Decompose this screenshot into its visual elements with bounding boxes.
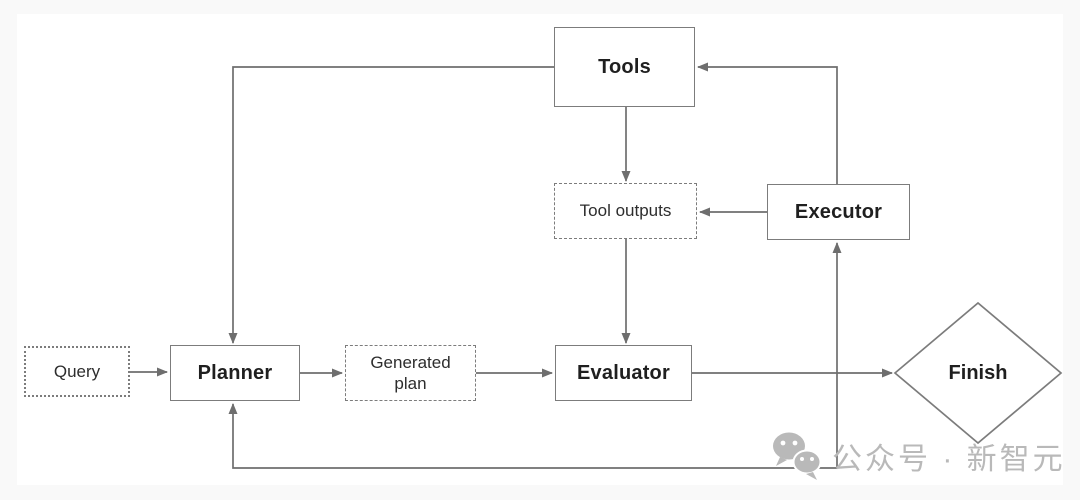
finish-diamond bbox=[893, 301, 1063, 445]
node-finish-label: Finish bbox=[948, 361, 1008, 384]
node-evaluator-label: Evaluator bbox=[577, 361, 670, 384]
node-generated-plan-label: Generated plan bbox=[370, 352, 451, 393]
arrow-evaluator-to-planner-loop bbox=[228, 373, 838, 469]
node-tool-outputs: Tool outputs bbox=[554, 183, 697, 239]
node-executor-label: Executor bbox=[794, 200, 883, 223]
wechat-icon bbox=[773, 432, 822, 480]
node-generated-plan: Generated plan bbox=[345, 345, 476, 401]
node-tools-label: Tools bbox=[598, 55, 651, 78]
node-evaluator: Evaluator bbox=[555, 345, 692, 401]
node-planner-label: Planner bbox=[197, 361, 273, 384]
arrow-executor-to-tools bbox=[697, 62, 838, 184]
node-tool-outputs-label: Tool outputs bbox=[579, 201, 672, 221]
arrow-tools-to-planner bbox=[228, 66, 554, 344]
node-query-label: Query bbox=[53, 361, 101, 381]
watermark-text: 公众号 · 新智元 bbox=[832, 443, 1066, 476]
node-finish: Finish bbox=[895, 303, 1061, 443]
node-tools: Tools bbox=[554, 27, 695, 107]
node-executor: Executor bbox=[767, 184, 910, 240]
node-planner: Planner bbox=[170, 345, 300, 401]
watermark: 公众号 · 新智元 bbox=[770, 430, 1066, 482]
node-query: Query bbox=[24, 346, 130, 397]
diagram-canvas bbox=[17, 14, 1063, 485]
